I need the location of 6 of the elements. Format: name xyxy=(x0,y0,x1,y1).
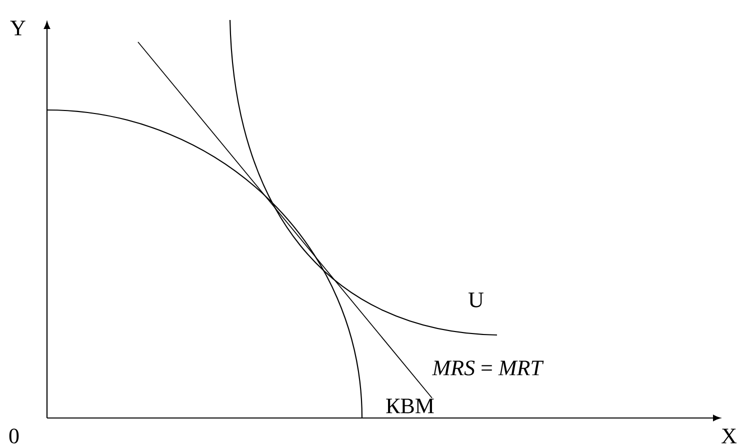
equation-label: MRS = MRT xyxy=(432,360,544,376)
origin-label: 0 xyxy=(9,428,19,444)
axis-label: Y xyxy=(10,20,26,36)
axis-label: X xyxy=(722,428,737,444)
curve-label: КВМ xyxy=(386,398,434,414)
curve-label: U xyxy=(468,292,484,308)
